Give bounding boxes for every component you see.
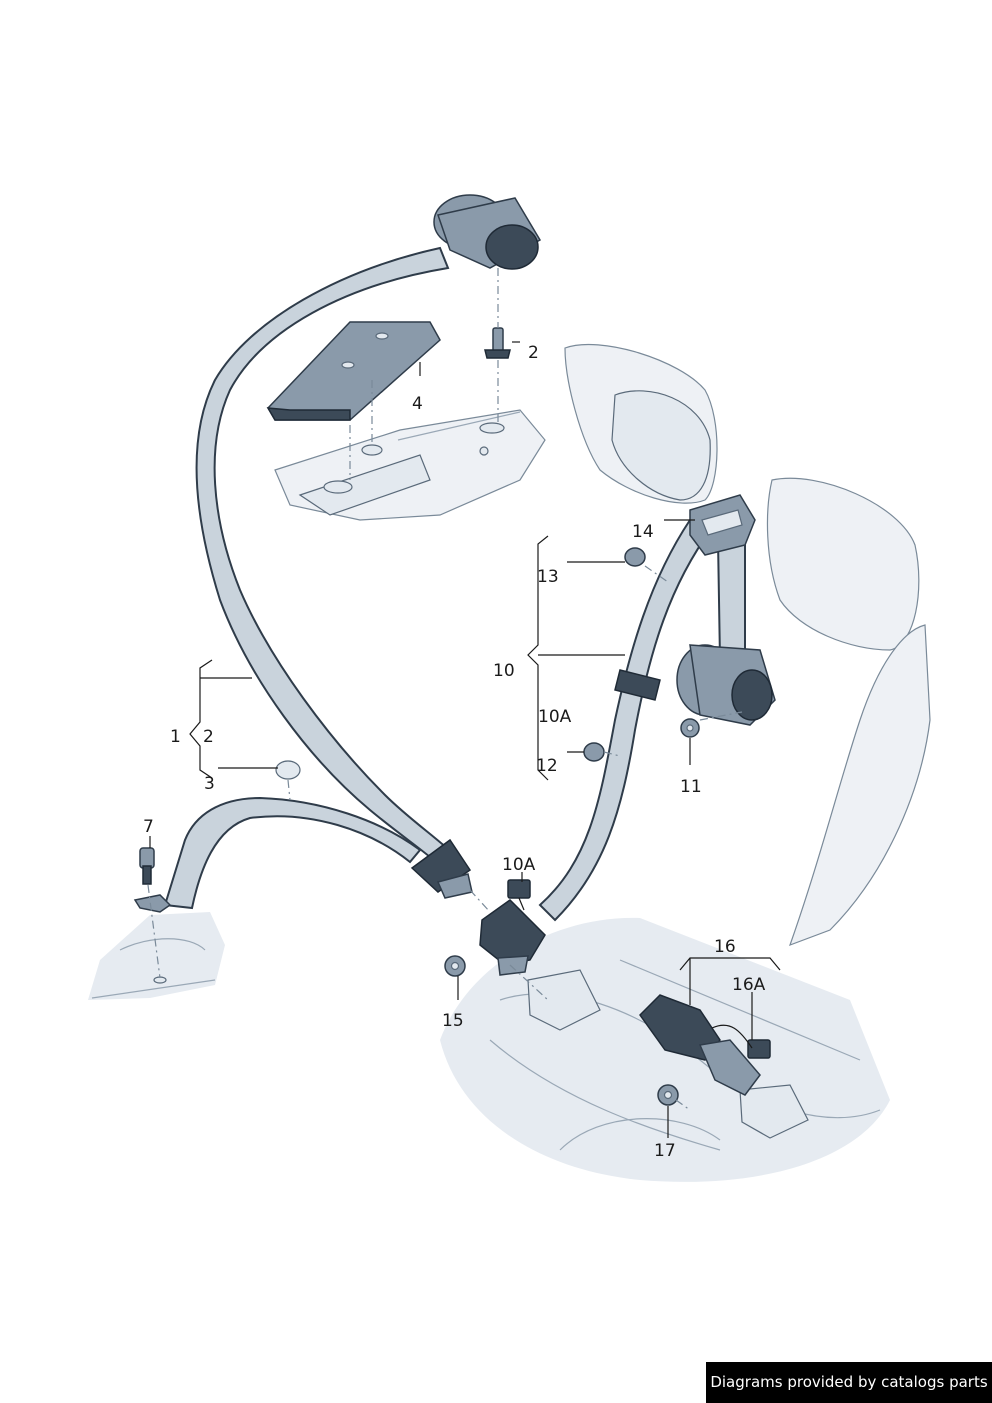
bolt-part-2 bbox=[484, 327, 511, 359]
upper-mounting-bracket bbox=[274, 409, 546, 521]
leader-lines bbox=[149, 341, 781, 1138]
callout-16A: 16A bbox=[732, 975, 766, 995]
callout-12: 12 bbox=[536, 756, 558, 776]
buckle-part-10A bbox=[479, 879, 546, 976]
assembly-lines bbox=[147, 268, 743, 1111]
latch-plate bbox=[410, 838, 473, 899]
callout-labels: 1 2 2 3 4 7 10 10A 10A 11 12 13 14 15 16… bbox=[143, 343, 766, 1161]
callout-16: 16 bbox=[714, 937, 736, 957]
callout-10: 10 bbox=[493, 661, 515, 681]
callout-14: 14 bbox=[632, 522, 654, 542]
seat-belt-part-10 bbox=[538, 518, 746, 922]
callout-13: 13 bbox=[537, 567, 559, 587]
cap-part-12 bbox=[583, 742, 605, 762]
left-floor-panel bbox=[88, 912, 225, 1000]
callout-15: 15 bbox=[442, 1011, 464, 1031]
screw-part-7 bbox=[133, 847, 172, 913]
buckle-part-16 bbox=[639, 994, 771, 1096]
rear-seat-headrests bbox=[564, 343, 931, 947]
belt-guide-part-14 bbox=[689, 494, 756, 556]
callout-11: 11 bbox=[680, 777, 702, 797]
nut-part-11 bbox=[680, 718, 700, 738]
callout-10A-plug: 10A bbox=[502, 855, 536, 875]
nut-part-15 bbox=[444, 955, 466, 977]
upper-retractor-reel bbox=[433, 194, 542, 270]
callout-3: 3 bbox=[204, 774, 215, 794]
cap-part-3 bbox=[275, 760, 301, 780]
callout-2-lower: 2 bbox=[203, 727, 214, 747]
nut-part-17 bbox=[657, 1084, 679, 1106]
right-retractor-reel bbox=[676, 644, 776, 726]
callout-1: 1 bbox=[170, 727, 181, 747]
watermark-caption: Diagrams provided by catalogs parts bbox=[706, 1362, 992, 1403]
callout-2-upper: 2 bbox=[528, 343, 539, 363]
cap-part-13 bbox=[624, 547, 646, 567]
callout-7: 7 bbox=[143, 817, 154, 837]
trim-bracket-part-4 bbox=[266, 321, 441, 421]
callout-4: 4 bbox=[412, 394, 423, 414]
callout-10A-belt: 10A bbox=[538, 707, 572, 727]
callout-17: 17 bbox=[654, 1141, 676, 1161]
